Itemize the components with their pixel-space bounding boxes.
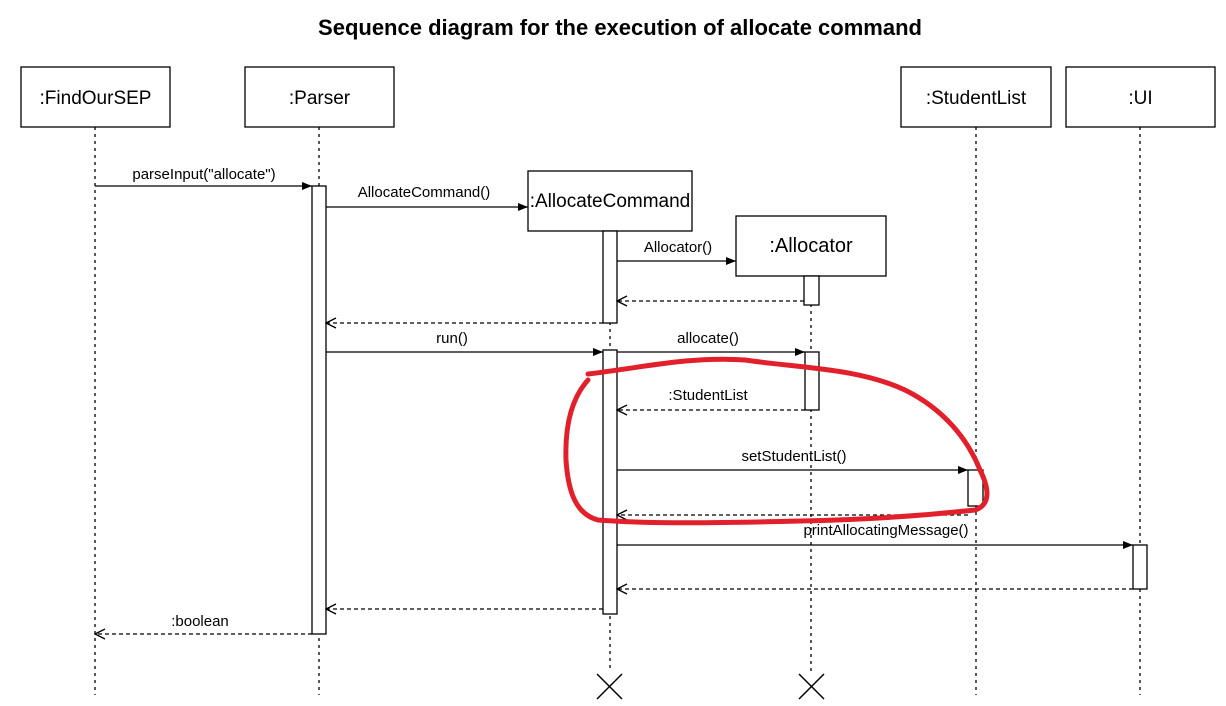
participant-label: :AllocateCommand (530, 191, 691, 212)
participant-label: :Allocator (769, 235, 853, 257)
message-set-student-list: setStudentList() (617, 448, 968, 474)
activation-allocator-allocate (804, 351, 820, 411)
message-label: printAllocatingMessage() (803, 522, 968, 539)
message-label: Allocator() (644, 239, 712, 256)
activation-ui (1132, 544, 1148, 590)
participant-label: :Parser (289, 88, 351, 109)
activation-allocatecommand-run (602, 349, 618, 615)
message-label: AllocateCommand() (358, 184, 491, 201)
diagram-title: Sequence diagram for the execution of al… (318, 15, 922, 40)
destroy-allocator-mark (798, 673, 825, 700)
participant-ui[interactable]: :UI (1065, 66, 1216, 128)
participant-findoursep[interactable]: :FindOurSEP (20, 66, 171, 128)
activation-allocator-ctor (803, 275, 820, 306)
destroy-allocatecommand-mark (596, 673, 623, 700)
message-print-allocating-message: printAllocatingMessage() (617, 522, 1133, 549)
activation-parser (311, 185, 327, 635)
message-label: parseInput("allocate") (132, 166, 275, 183)
participant-allocatecommand[interactable]: :AllocateCommand (527, 170, 693, 232)
participant-parser[interactable]: :Parser (244, 66, 395, 128)
participant-label: :StudentList (926, 88, 1027, 109)
participant-label: :UI (1128, 88, 1152, 109)
message-label: run() (436, 330, 468, 347)
message-allocate: allocate() (617, 330, 805, 356)
message-allocator-ctor: Allocator() (617, 239, 736, 265)
message-label: :boolean (171, 613, 229, 630)
message-run: run() (326, 330, 603, 356)
activation-allocatecommand-ctor (602, 230, 618, 324)
participant-allocator[interactable]: :Allocator (735, 215, 887, 277)
message-label: allocate() (677, 330, 739, 347)
participant-studentlist[interactable]: :StudentList (900, 66, 1052, 128)
message-return-studentlist: :StudentList (617, 387, 805, 410)
red-annotation-circle (563, 356, 990, 526)
participant-label: :FindOurSEP (40, 88, 152, 109)
message-parse-input: parseInput("allocate") (95, 166, 312, 190)
message-label: setStudentList() (741, 448, 846, 465)
activation-studentlist (967, 469, 984, 507)
message-allocate-command-ctor: AllocateCommand() (326, 184, 528, 211)
message-label: :StudentList (668, 387, 748, 404)
message-return-boolean: :boolean (95, 613, 312, 634)
